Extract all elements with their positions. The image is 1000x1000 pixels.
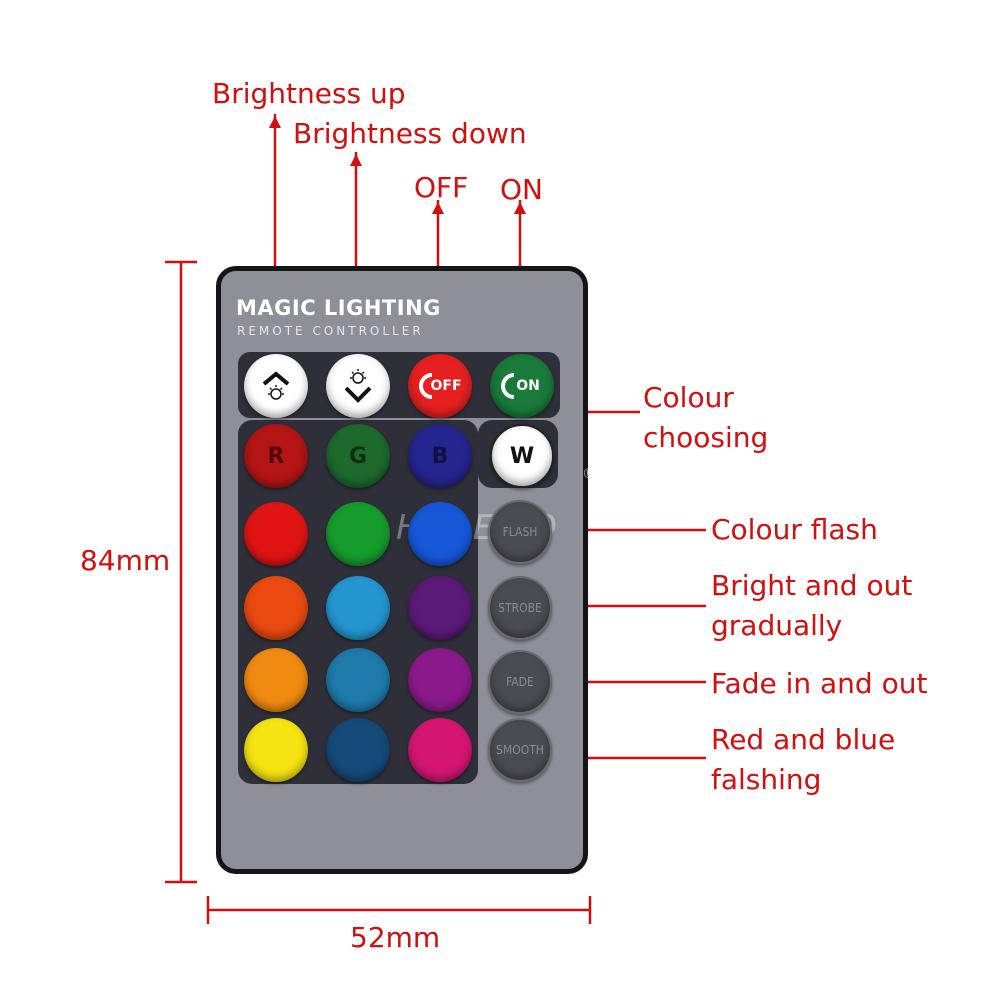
colour-button-r2-c2[interactable] — [326, 502, 390, 566]
colour-button-letter: W — [509, 443, 535, 469]
colour-button-r1-c2[interactable]: G — [326, 424, 390, 488]
colour-button-r4-c3[interactable] — [408, 648, 472, 712]
fade-button[interactable]: FADE — [488, 650, 552, 714]
brand-title: MAGIC LIGHTING — [236, 296, 441, 320]
off-button[interactable]: OFF — [408, 354, 472, 418]
fade-button-label: FADE — [506, 675, 534, 689]
label-width-dimension: 52mm — [350, 921, 441, 954]
strobe-button[interactable]: STROBE — [488, 576, 552, 640]
label-colour-choosing-2: choosing — [643, 421, 769, 454]
colour-button-r2-c3[interactable] — [408, 502, 472, 566]
colour-button-r1-c1[interactable]: R — [244, 424, 308, 488]
colour-button-r5-c1[interactable] — [244, 718, 308, 782]
colour-button-r5-c3[interactable] — [408, 718, 472, 782]
colour-button-r3-c1[interactable] — [244, 576, 308, 640]
label-red-blue-1: Red and blue — [711, 723, 896, 756]
colour-button-r4-c2[interactable] — [326, 648, 390, 712]
brand-subtitle: REMOTE CONTROLLER — [237, 324, 424, 338]
on-button-text: ON — [516, 378, 540, 394]
colour-button-r4-c1[interactable] — [244, 648, 308, 712]
flash-button-label: FLASH — [502, 525, 538, 539]
label-bright-out-2: gradually — [711, 609, 843, 642]
label-brightness-up: Brightness up — [212, 77, 406, 110]
label-height-dimension: 84mm — [80, 544, 171, 577]
registered-mark: ® — [582, 466, 596, 482]
colour-button-r3-c2[interactable] — [326, 576, 390, 640]
colour-button-r3-c3[interactable] — [408, 576, 472, 640]
colour-button-r1-c4[interactable]: W — [490, 424, 554, 488]
power-off-icon — [419, 373, 433, 399]
strobe-button-label: STROBE — [498, 601, 542, 615]
label-brightness-down: Brightness down — [293, 117, 527, 150]
colour-button-letter: G — [348, 443, 368, 469]
label-bright-out-1: Bright and out — [711, 569, 913, 602]
off-button-text: OFF — [430, 378, 462, 394]
power-on-icon — [501, 373, 515, 399]
colour-button-letter: B — [431, 443, 449, 469]
label-off: OFF — [414, 171, 469, 204]
brightness-down-icon — [344, 369, 372, 403]
label-colour-choosing-1: Colour — [643, 381, 734, 414]
colour-button-r5-c2[interactable] — [326, 718, 390, 782]
colour-button-r1-c3[interactable]: B — [408, 424, 472, 488]
colour-button-r2-c1[interactable] — [244, 502, 308, 566]
label-on: ON — [500, 173, 543, 206]
label-fade: Fade in and out — [711, 667, 928, 700]
label-red-blue-2: falshing — [711, 763, 822, 796]
colour-button-letter: R — [267, 443, 285, 469]
smooth-button-label: SMOOTH — [496, 743, 544, 757]
brightness-up-button[interactable] — [244, 354, 308, 418]
smooth-button[interactable]: SMOOTH — [488, 718, 552, 782]
flash-button[interactable]: FLASH — [488, 500, 552, 564]
brightness-up-icon — [262, 371, 290, 400]
on-button[interactable]: ON — [490, 354, 554, 418]
brightness-down-button[interactable] — [326, 354, 390, 418]
label-colour-flash: Colour flash — [711, 513, 878, 546]
